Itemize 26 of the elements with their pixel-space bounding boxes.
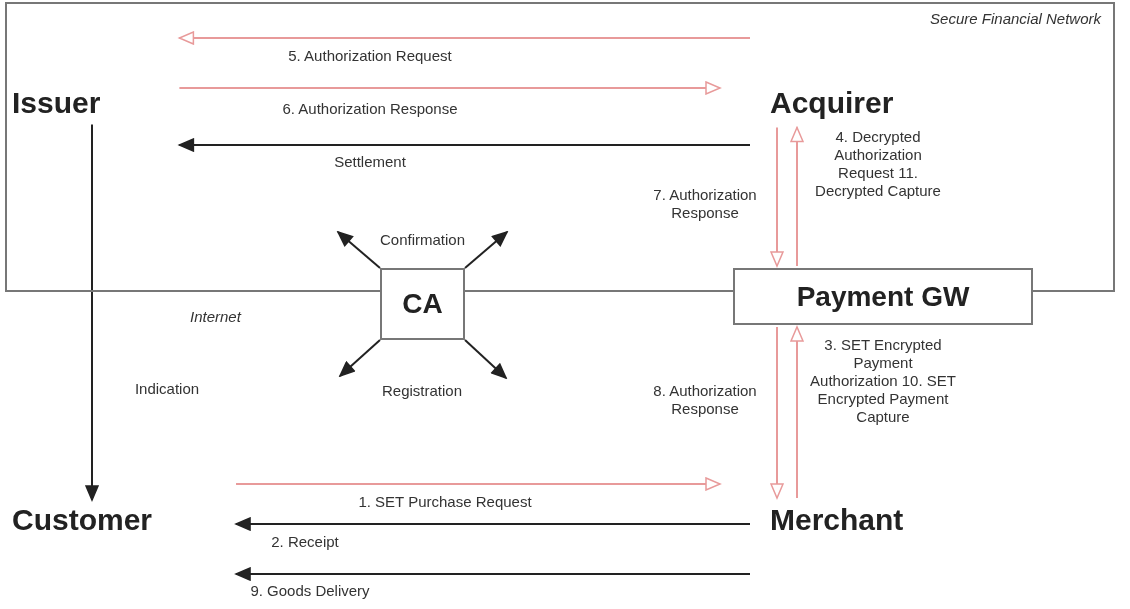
region-label: Internet: [190, 308, 241, 325]
arrow: [178, 31, 751, 45]
arrow: [790, 326, 804, 499]
arrow: [235, 477, 721, 491]
arrow: [770, 126, 784, 267]
region-title: Secure Financial Network: [930, 10, 1101, 27]
arrow: [339, 339, 381, 377]
arrow: [235, 567, 751, 581]
arrow: [235, 517, 751, 531]
arrow: [464, 231, 508, 269]
process-box: CA: [380, 268, 465, 340]
annotation: Registration: [382, 382, 463, 399]
arrow: [178, 138, 751, 152]
entity-label: Issuer: [12, 86, 101, 121]
entity-label: Merchant: [770, 503, 904, 538]
arrow: [85, 123, 99, 501]
process-box: Payment GW: [733, 268, 1033, 325]
arrow: [464, 339, 507, 379]
arrow: [790, 126, 804, 267]
entity-label: Acquirer: [770, 86, 894, 121]
arrow: [337, 231, 381, 269]
arrow: [178, 81, 721, 95]
entity-label: Customer: [12, 503, 153, 538]
annotation: Confirmation: [380, 231, 466, 248]
arrow: [770, 326, 784, 499]
edge-label: 3. SET Encrypted Payment Authorization 10. SET Encrypted Payment Capture: [808, 336, 958, 426]
